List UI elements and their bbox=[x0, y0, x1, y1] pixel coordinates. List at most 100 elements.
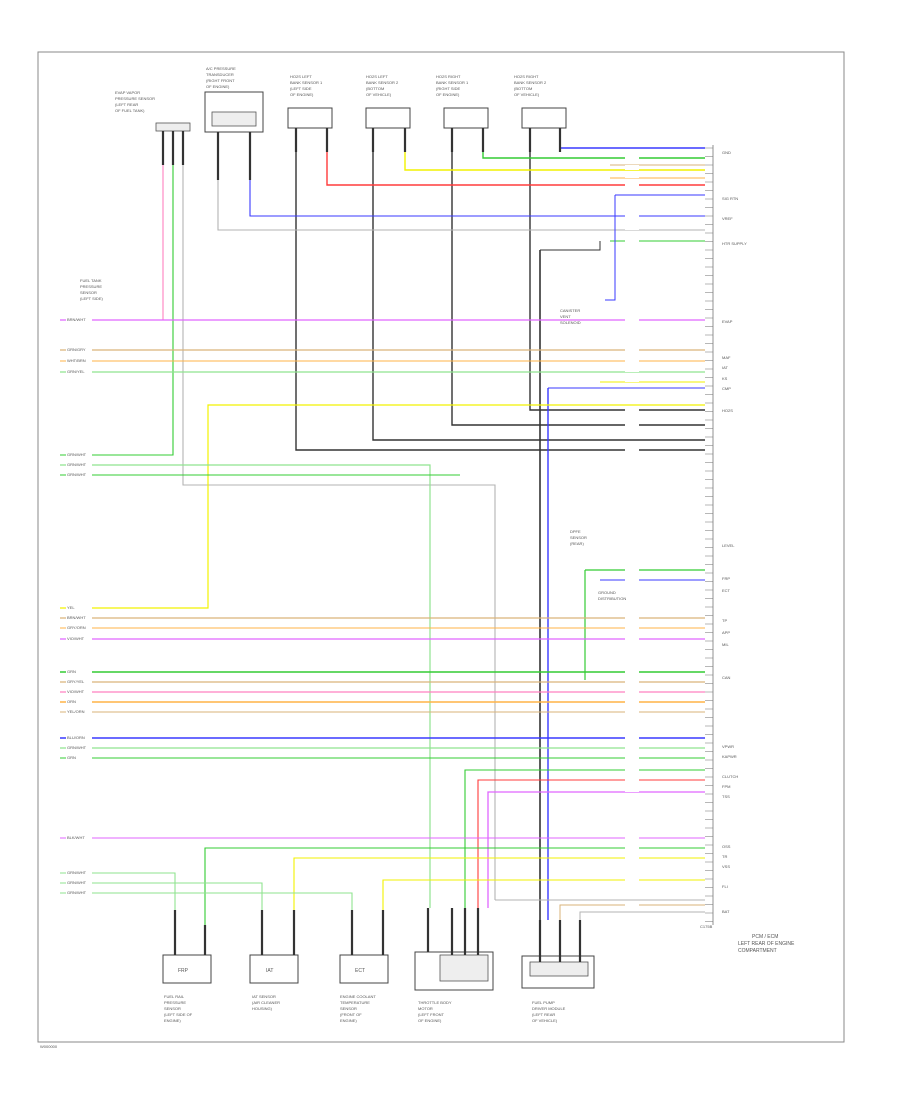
evap-label-1: EVAP VAPOR bbox=[115, 90, 140, 95]
footer-code: W000000 bbox=[40, 1044, 58, 1049]
module-pin-label: TSS bbox=[722, 794, 730, 799]
module-pin-label: CLUTCH bbox=[722, 774, 738, 779]
wire-label-bg bbox=[66, 688, 92, 694]
module-pin-label: CMP bbox=[722, 386, 731, 391]
wire-evap-a bbox=[140, 165, 164, 321]
wire-label-bg bbox=[66, 635, 92, 641]
wire-code-label: GRN/WHT bbox=[67, 890, 87, 895]
hsl2-label-3: (BOTTOM bbox=[366, 86, 384, 91]
wire-tag-bg bbox=[625, 317, 639, 322]
hsl1-label-3: (LEFT SIDE bbox=[290, 86, 312, 91]
wire-ect-sig bbox=[382, 879, 705, 910]
wire-frp-sig bbox=[204, 847, 705, 925]
wire-tag-bg bbox=[625, 415, 639, 420]
side-label-3b: SENSOR bbox=[570, 535, 587, 540]
ect-box-label: ECT bbox=[355, 968, 365, 974]
wire-tag-bg bbox=[625, 701, 639, 706]
wire-canister bbox=[605, 195, 616, 301]
ect-label-2: TEMPERATURE bbox=[340, 1000, 370, 1005]
frp-label-4: (LEFT SIDE OF bbox=[164, 1012, 193, 1017]
wire-ect-ref bbox=[60, 892, 353, 910]
wire-tag-bg bbox=[625, 787, 639, 792]
ect-label-1: ENGINE COOLANT bbox=[340, 994, 376, 999]
throttle-body-motor: THROTTLE BODY MOTOR (LEFT FRONT OF ENGIN… bbox=[414, 908, 494, 1023]
wire-code-label: BLU/ORN bbox=[67, 735, 85, 740]
wire-evap-c bbox=[182, 165, 496, 900]
fpdm-label-2: DRIVER MODULE bbox=[532, 1006, 566, 1011]
diagram-frame bbox=[37, 51, 845, 1043]
wire-tag-bg bbox=[625, 767, 639, 772]
canister-vent-solenoid: CANISTER VENT SOLENOID bbox=[560, 308, 581, 325]
module-pin-label: CAN bbox=[722, 675, 731, 680]
hsr2-label-4: OF VEHICLE) bbox=[514, 92, 540, 97]
hsl1-label-4: OF ENGINE) bbox=[290, 92, 314, 97]
wire-tag-bg bbox=[625, 431, 639, 436]
wire-code-label: GRN/GRY bbox=[67, 347, 86, 352]
wire-tag-bg bbox=[625, 835, 639, 840]
wire-ac-b bbox=[217, 180, 705, 231]
wire-label-bg bbox=[66, 889, 92, 895]
ect-label-5: ENGINE) bbox=[340, 1018, 357, 1023]
wire-ho2s-r1-b bbox=[451, 152, 705, 426]
ho2s-right-bank-2: HO2S RIGHT BANK SENSOR 2 (BOTTOM OF VEHI… bbox=[514, 74, 567, 152]
wire-evap-b bbox=[60, 165, 174, 456]
wire-code-label: BLK/WHT bbox=[67, 835, 85, 840]
module-pin-label: FPM bbox=[722, 784, 730, 789]
dpfe-sensor: DPFE SENSOR (REAR) bbox=[570, 529, 587, 546]
fpdm-label-4: OF VEHICLE) bbox=[532, 1018, 558, 1023]
wire-tag-bg bbox=[625, 777, 639, 782]
wire-throttle-a bbox=[60, 464, 431, 908]
wire-tag-bg bbox=[625, 902, 639, 907]
wire-tag-bg bbox=[625, 423, 639, 428]
wire-label-bg bbox=[66, 879, 92, 885]
wire-code-label: YEL/ORN bbox=[67, 709, 85, 714]
ect-label-4: (FRONT OF bbox=[340, 1012, 362, 1017]
evap-label-3: (LEFT REAR bbox=[115, 102, 138, 107]
throttle-label-3: (LEFT FRONT bbox=[418, 1012, 444, 1017]
wire-tag-bg bbox=[625, 681, 639, 686]
module-pin-label: APP bbox=[722, 630, 730, 635]
side-label-1a: FUEL TANK bbox=[80, 278, 102, 283]
frp-label-5: ENGINE) bbox=[164, 1018, 181, 1023]
pcm-label-3: COMPARTMENT bbox=[738, 948, 777, 954]
module-pin-label: ECT bbox=[722, 588, 731, 593]
throttle-label-2: MOTOR bbox=[418, 1006, 433, 1011]
side-label-2a: CANISTER bbox=[560, 308, 580, 313]
evap-label-2: PRESSURE SENSOR bbox=[115, 96, 155, 101]
module-pin-label: FLI bbox=[722, 884, 728, 889]
wire-tag-bg bbox=[625, 745, 639, 750]
wire-tag-bg bbox=[625, 149, 639, 154]
ac-label-3: (RIGHT FRONT bbox=[206, 78, 235, 83]
wire-code-label: GRN/WHT bbox=[67, 870, 87, 875]
throttle-label-1: THROTTLE BODY bbox=[418, 1000, 452, 1005]
frp-label-1: FUEL RAIL bbox=[164, 994, 185, 999]
iat-label-3: HOUSING) bbox=[252, 1006, 273, 1011]
module-pin-label: VREF bbox=[722, 216, 733, 221]
side-label-1b: PRESSURE bbox=[80, 284, 102, 289]
throttle-label-4: OF ENGINE) bbox=[418, 1018, 442, 1023]
wire-label-bg bbox=[66, 754, 92, 760]
wire-tag-bg bbox=[625, 183, 639, 188]
wire-tag-bg bbox=[625, 615, 639, 620]
ac-label-1: A/C PRESSURE bbox=[206, 66, 236, 71]
wire-code-label: GRN bbox=[67, 669, 76, 674]
wire-code-label: GRN/WHT bbox=[67, 462, 87, 467]
hsl2-label-1: HO2S LEFT bbox=[366, 74, 388, 79]
wire-ho2s-l2-a bbox=[404, 152, 705, 171]
wire-tag-bg bbox=[625, 357, 639, 362]
hsr1-label-3: (RIGHT SIDE bbox=[436, 86, 460, 91]
hsl1-label-2: BANK SENSOR 1 bbox=[290, 80, 323, 85]
ho2s-left-bank-1: HO2S LEFT BANK SENSOR 1 (LEFT SIDE OF EN… bbox=[287, 74, 333, 152]
wire-frp-ref bbox=[60, 872, 176, 910]
hsl1-label-1: HO2S LEFT bbox=[290, 74, 312, 79]
module-pin-label: TR bbox=[722, 854, 727, 859]
wire-tag-bg bbox=[625, 855, 639, 860]
module-pin-label: KS bbox=[722, 376, 728, 381]
ground-distribution: GROUND DISTRIBUTION bbox=[598, 590, 626, 601]
hsr2-label-2: BANK SENSOR 2 bbox=[514, 80, 547, 85]
wire-label-bg bbox=[66, 316, 92, 322]
fuel-rail-pressure-sensor: FRP FUEL RAIL PRESSURE SENSOR (LEFT SIDE… bbox=[162, 910, 212, 1023]
wire-tag-bg bbox=[625, 669, 639, 674]
wire-code-label: GRN/WHT bbox=[67, 880, 87, 885]
